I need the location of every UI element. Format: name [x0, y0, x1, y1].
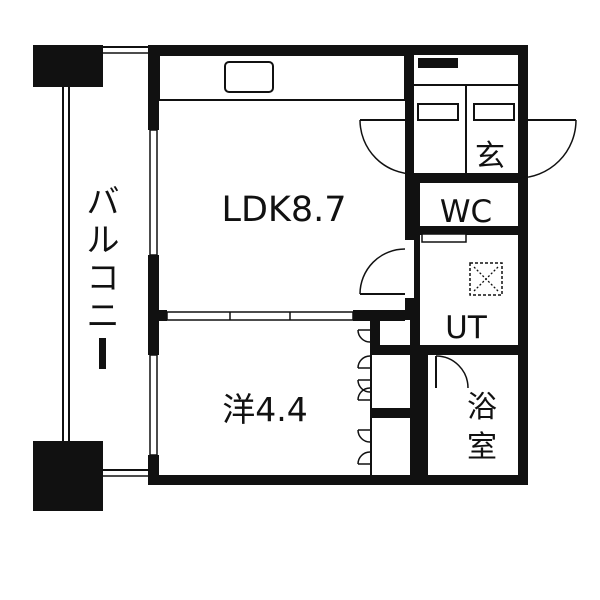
- closet-door-arc: [357, 329, 371, 343]
- western-room-label: 洋4.4: [222, 390, 307, 429]
- wall-left-segment: [148, 455, 159, 485]
- balcony-pillar-top: [33, 45, 103, 87]
- wc-room: WC: [440, 194, 492, 230]
- closet-doors: [357, 320, 372, 475]
- wall-wc-left: [408, 183, 420, 226]
- closet-door-arc: [357, 451, 371, 465]
- closet-divider-top: [370, 345, 410, 355]
- ut-door-arc: [359, 248, 406, 295]
- entrance-label: 玄: [475, 139, 505, 174]
- wall-bath-left: [420, 355, 428, 475]
- wall-right: [518, 45, 528, 485]
- washer-cross: [473, 266, 499, 292]
- wall-entrance-wc: [414, 173, 518, 183]
- ut-label: UT: [445, 310, 488, 346]
- door-swing-arc: [359, 119, 415, 175]
- closet-front-line: [370, 320, 372, 475]
- balcony-label-long-vowel: [99, 338, 106, 369]
- wall-left-segment: [148, 45, 159, 130]
- closet-door-arc: [357, 355, 371, 369]
- wall-bottom: [150, 475, 528, 485]
- bath-door-arc: [435, 355, 469, 389]
- bath-label-line1: 浴: [467, 390, 497, 425]
- wall-core-upper: [405, 55, 414, 240]
- window-western: [149, 354, 158, 456]
- partition-wall: [353, 310, 405, 321]
- ut-room: UT: [359, 233, 503, 346]
- ldk-label: LDK8.7: [221, 190, 346, 230]
- sink-icon: [224, 61, 274, 93]
- entrance: 玄: [359, 58, 577, 179]
- wall-wc-ut: [414, 226, 518, 235]
- balcony-label-char: コ: [87, 258, 120, 297]
- balcony-label-char: ニ: [87, 296, 120, 335]
- balcony-label-char: ル: [87, 220, 120, 259]
- closet-stub: [370, 320, 380, 348]
- wall-core-mid: [405, 298, 414, 320]
- interior-walls: [157, 55, 518, 475]
- balcony-pillar-bottom: [33, 441, 103, 511]
- kitchen-counter: [158, 54, 406, 101]
- wall-ut-bath: [420, 345, 518, 355]
- balcony-label: バ ル コ ニ: [87, 182, 120, 369]
- wall-left-segment: [148, 255, 159, 355]
- kitchen: [158, 54, 406, 101]
- partition-post-left: [157, 310, 167, 321]
- wc-label: WC: [440, 194, 492, 230]
- closet-door-arc: [357, 387, 371, 401]
- bath-room: 浴 室: [435, 355, 497, 465]
- closet-door-arc: [357, 379, 371, 393]
- balcony: バ ル コ ニ: [33, 45, 150, 511]
- entrance-door-arc: [517, 119, 577, 179]
- shoe-rack-left: [417, 103, 459, 121]
- entrance-shelf: [418, 58, 458, 68]
- closet-door-arc: [357, 429, 371, 443]
- bath-label-line2: 室: [467, 430, 497, 465]
- shoe-rack-right: [473, 103, 515, 121]
- left-windows: [149, 129, 158, 456]
- outer-walls: [148, 45, 528, 485]
- balcony-label-char: バ: [87, 182, 120, 221]
- wall-closet-right: [410, 320, 420, 475]
- ut-door-frame: [421, 233, 467, 243]
- closet-divider-mid: [370, 408, 410, 418]
- wall-ut-left: [414, 235, 420, 345]
- wall-top: [150, 45, 528, 55]
- window-ldk: [149, 129, 158, 256]
- sliding-door-panel: [166, 311, 354, 321]
